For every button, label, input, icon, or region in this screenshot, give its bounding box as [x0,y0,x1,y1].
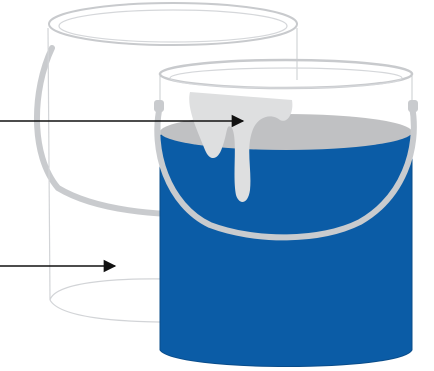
empty-can-bottom [49,299,171,323]
paint-drip [189,92,293,202]
empty-can-bottom-back [49,278,169,301]
empty-can-handle [33,45,171,217]
empty-can-rim-inner [58,9,288,43]
full-can-handle [154,103,417,241]
empty-can-left-side [47,27,51,301]
empty-can-rim-outer [48,2,298,46]
empty-paint-can [33,2,298,323]
full-paint-can [154,58,418,367]
full-can-body [159,134,413,367]
full-can-rim-inner [169,67,403,89]
